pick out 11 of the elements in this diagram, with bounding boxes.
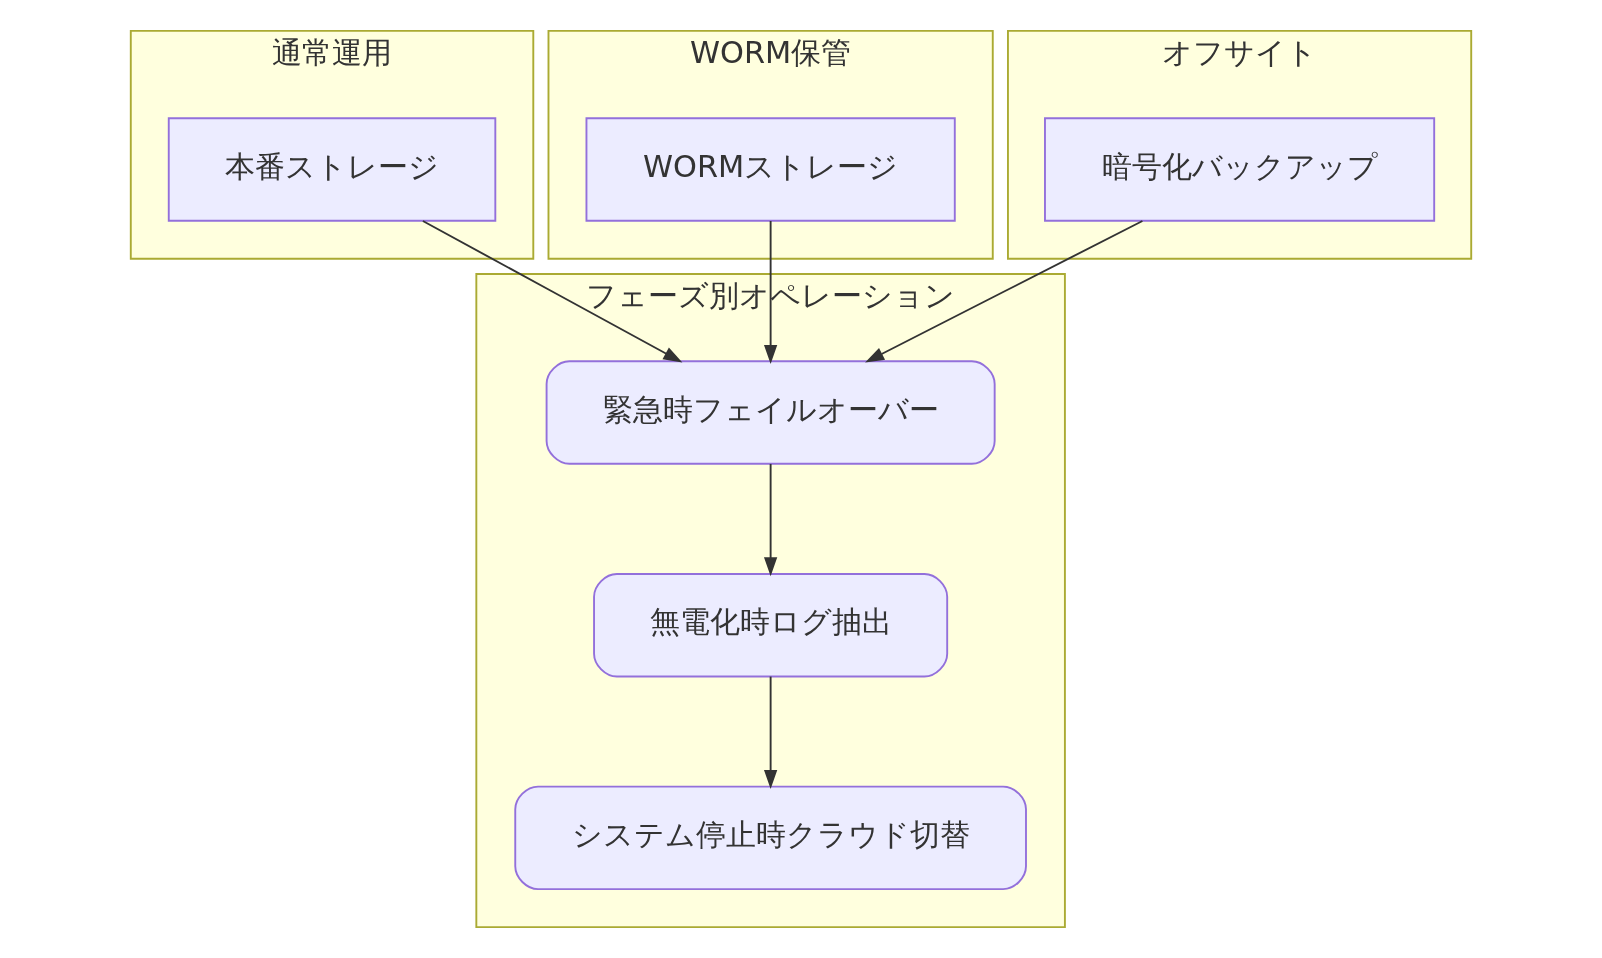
node-box: WORMストレージ bbox=[585, 117, 956, 222]
node-box: 本番ストレージ bbox=[167, 117, 497, 222]
node-box: システム停止時クラウド切替 bbox=[514, 785, 1027, 891]
arrow bbox=[763, 220, 778, 365]
node-box: 暗号化バックアップ bbox=[1044, 117, 1436, 222]
arrow bbox=[421, 220, 683, 363]
arrow bbox=[763, 463, 778, 577]
arrow bbox=[865, 220, 1144, 363]
arrow bbox=[763, 675, 778, 789]
node-box: 緊急時フェイルオーバー bbox=[545, 360, 996, 465]
node-box: 無電化時ログ抽出 bbox=[593, 572, 949, 678]
